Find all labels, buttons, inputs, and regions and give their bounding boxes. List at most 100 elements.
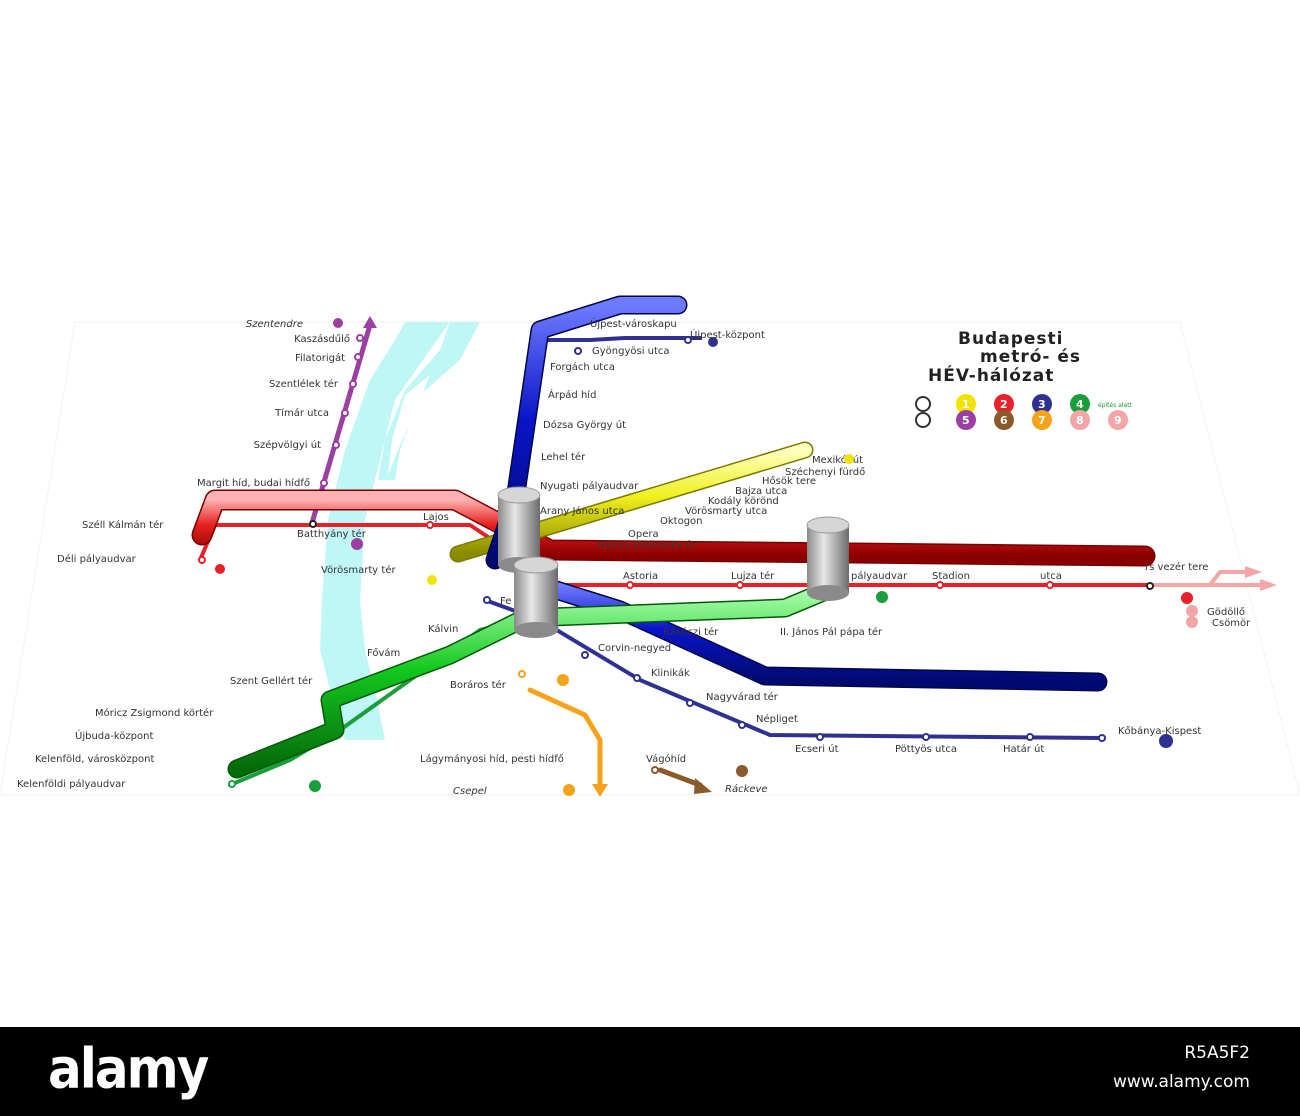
station-stadion: Stadion: [932, 571, 970, 582]
station-ujbuda-kozpont: Újbuda-központ: [75, 729, 153, 742]
station-kaszasdulo: Kaszásdűlő: [294, 333, 350, 345]
h6-line: [657, 767, 703, 788]
station-szentendre: Szentendre: [246, 319, 303, 330]
tube-lines-3d: [191, 295, 1156, 779]
legend-m1: 1: [962, 398, 970, 411]
h5-arrow: [363, 316, 377, 328]
station-hosok-tere: Hősök tere: [762, 475, 816, 487]
map-title-line-2: metró- és: [980, 347, 1081, 367]
legend-m4: 4: [1076, 398, 1084, 411]
station-lehel-ter: Lehel tér: [541, 451, 586, 463]
station-szentlelek-ter: Szentlélek tér: [269, 378, 339, 390]
station-csepel: Csepel: [453, 786, 487, 797]
brand-logo: alamy: [48, 1037, 209, 1101]
station-boraros-ter: Boráros tér: [450, 679, 507, 691]
station-fovam: Fővám: [367, 647, 400, 659]
tube-m2: [193, 491, 1154, 565]
station-csomor: Csömör: [1212, 618, 1251, 629]
legend-h5: 5: [962, 414, 970, 427]
station-hatar-ut: Határ út: [1003, 743, 1044, 755]
station-dozsa-gyorgy-ut: Dózsa György út: [543, 419, 626, 431]
station-szechenyi-furdo: Széchenyi fürdő: [785, 466, 865, 478]
station-pottyos-utca: Pöttyös utca: [895, 744, 957, 755]
station-bajcsy-zsilinszky-ut: Bajcsy-Zsilinszky út: [598, 539, 696, 551]
h6-arrow: [694, 778, 712, 794]
station-vorosmarty-utca: Vörösmarty utca: [685, 506, 767, 517]
station-godollo: Gödöllő: [1207, 606, 1245, 618]
station-arpad-hid: Árpád híd: [548, 388, 596, 401]
station-filatorigat: Filatorigát: [295, 352, 345, 364]
station-ujpest-kozpont: Újpest-központ: [690, 328, 765, 341]
station-bajza-utca: Bajza utca: [735, 486, 787, 497]
transfer-hubs: [497, 486, 850, 638]
m3-station-labels: Újpest-városkapu Újpest-központ Gyöngyös…: [428, 317, 1201, 755]
station-szepvolgyi-ut: Szépvölgyi út: [254, 439, 321, 451]
line-badges: [215, 318, 1198, 796]
station-opera: Opera: [628, 529, 659, 540]
legend-h7: 7: [1038, 414, 1046, 427]
hev-station-labels: Boráros tér Lágymányosi híd, pesti hídfő…: [420, 606, 1251, 797]
station-lagymanyosi-hid: Lágymányosi híd, pesti hídfő: [420, 753, 564, 765]
margaret-island: [388, 375, 430, 475]
station-nagyvarad-ter: Nagyvárad tér: [706, 691, 779, 703]
h8-arrow: [1245, 566, 1262, 578]
tube-m3-south: [532, 577, 1106, 690]
station-nyugati-palyaudvar: Nyugati pályaudvar: [540, 480, 639, 492]
station-moricz-zsigmond-korter: Móricz Zsigmond körtér: [95, 707, 214, 719]
station-deli-palyaudvar: Déli pályaudvar: [57, 553, 137, 565]
legend-m2: 2: [1000, 398, 1008, 411]
legend-m3: 3: [1038, 398, 1046, 411]
station-rackeve: Ráckeve: [725, 783, 768, 795]
station-vorosmarty-ter: Vörösmarty tér: [321, 564, 396, 576]
h7-arrow: [592, 784, 608, 797]
station-gyongyosi-utca: Gyöngyösi utca: [592, 346, 670, 357]
station-fe: Fe: [500, 596, 511, 607]
station-astoria: Astoria: [623, 571, 658, 582]
map-title-line-3: HÉV-hálózat: [928, 364, 1054, 386]
h9-arrow: [1260, 579, 1277, 591]
station-nepliget: Népliget: [756, 713, 798, 725]
station-mexikoi-ut: Mexikói út: [812, 454, 863, 466]
station-klinikak: Klinikák: [651, 667, 690, 679]
footer-bar: [0, 1027, 1300, 1116]
image-id: R5A5F2: [1184, 1043, 1250, 1063]
station-kelenfoldi-palyaudvar: Kelenföldi pályaudvar: [17, 778, 126, 790]
danube-river: [320, 322, 450, 740]
station-margit-hid: Margit híd, budai hídfő: [197, 477, 310, 489]
m4-station-labels: Kelenföldi pályaudvar Kelenföld, városkö…: [17, 626, 883, 790]
station-palyaudvar: pályaudvar: [851, 570, 908, 582]
danube-branch: [378, 322, 480, 480]
station-timar-utca: Tímár utca: [274, 407, 329, 419]
legend-note: építés alatt: [1098, 402, 1133, 409]
station-kodaly-korond: Kodály körönd: [708, 495, 779, 507]
map-title-line-1: Budapesti: [958, 329, 1063, 349]
m3-flat-line: [543, 336, 702, 342]
station-ors-vezer-tere: rs vezér tere: [1145, 561, 1208, 573]
site-url[interactable]: www.alamy.com: [1112, 1072, 1250, 1092]
station-oktogon: Oktogon: [660, 516, 703, 527]
h5-station-labels: Szentendre Kaszásdűlő Filatorigát Szentl…: [197, 319, 350, 489]
station-arany-janos-utca: Arany János utca: [540, 505, 624, 517]
station-rakoczi-ter: Rákóczi tér: [663, 626, 719, 638]
m1-station-labels: Mexikói út Széchenyi fürdő Hősök tere Ba…: [321, 454, 865, 576]
station-kalvin: Kálvin: [428, 623, 458, 635]
station-ii-janos-pal-papa-ter: II. János Pál pápa tér: [780, 626, 883, 638]
station-szell-kalman-ter: Széll Kálmán tér: [82, 519, 164, 531]
station-vagohid: Vágóhíd: [646, 753, 686, 765]
station-ecseri-ut: Ecseri út: [795, 743, 839, 755]
station-kobanya-kispest: Kőbánya-Kispest: [1118, 725, 1201, 737]
station-utca: utca: [1040, 571, 1062, 582]
metro-map-3d: Budapesti metró- és HÉV-hálózat 1 2 3 4 …: [0, 295, 1300, 797]
station-dots: [198, 334, 1154, 788]
station-lujza-ter: Lujza tér: [731, 570, 775, 582]
station-ujpest-varoskapu: Újpest-városkapu: [590, 317, 677, 330]
station-corvin-negyed: Corvin-negyed: [598, 643, 671, 654]
legend-h6: 6: [1000, 414, 1008, 427]
tube-m4: [229, 580, 841, 777]
station-kelenfold-varoskozpont: Kelenföld, városközpont: [35, 753, 154, 765]
legend-h8: 8: [1076, 414, 1084, 427]
station-batthyany-ter: Batthyány tér: [297, 528, 367, 540]
h7-line: [527, 687, 603, 793]
map-legend: 1 2 3 4 építés alatt 5 6 7 8 9: [915, 394, 1133, 430]
